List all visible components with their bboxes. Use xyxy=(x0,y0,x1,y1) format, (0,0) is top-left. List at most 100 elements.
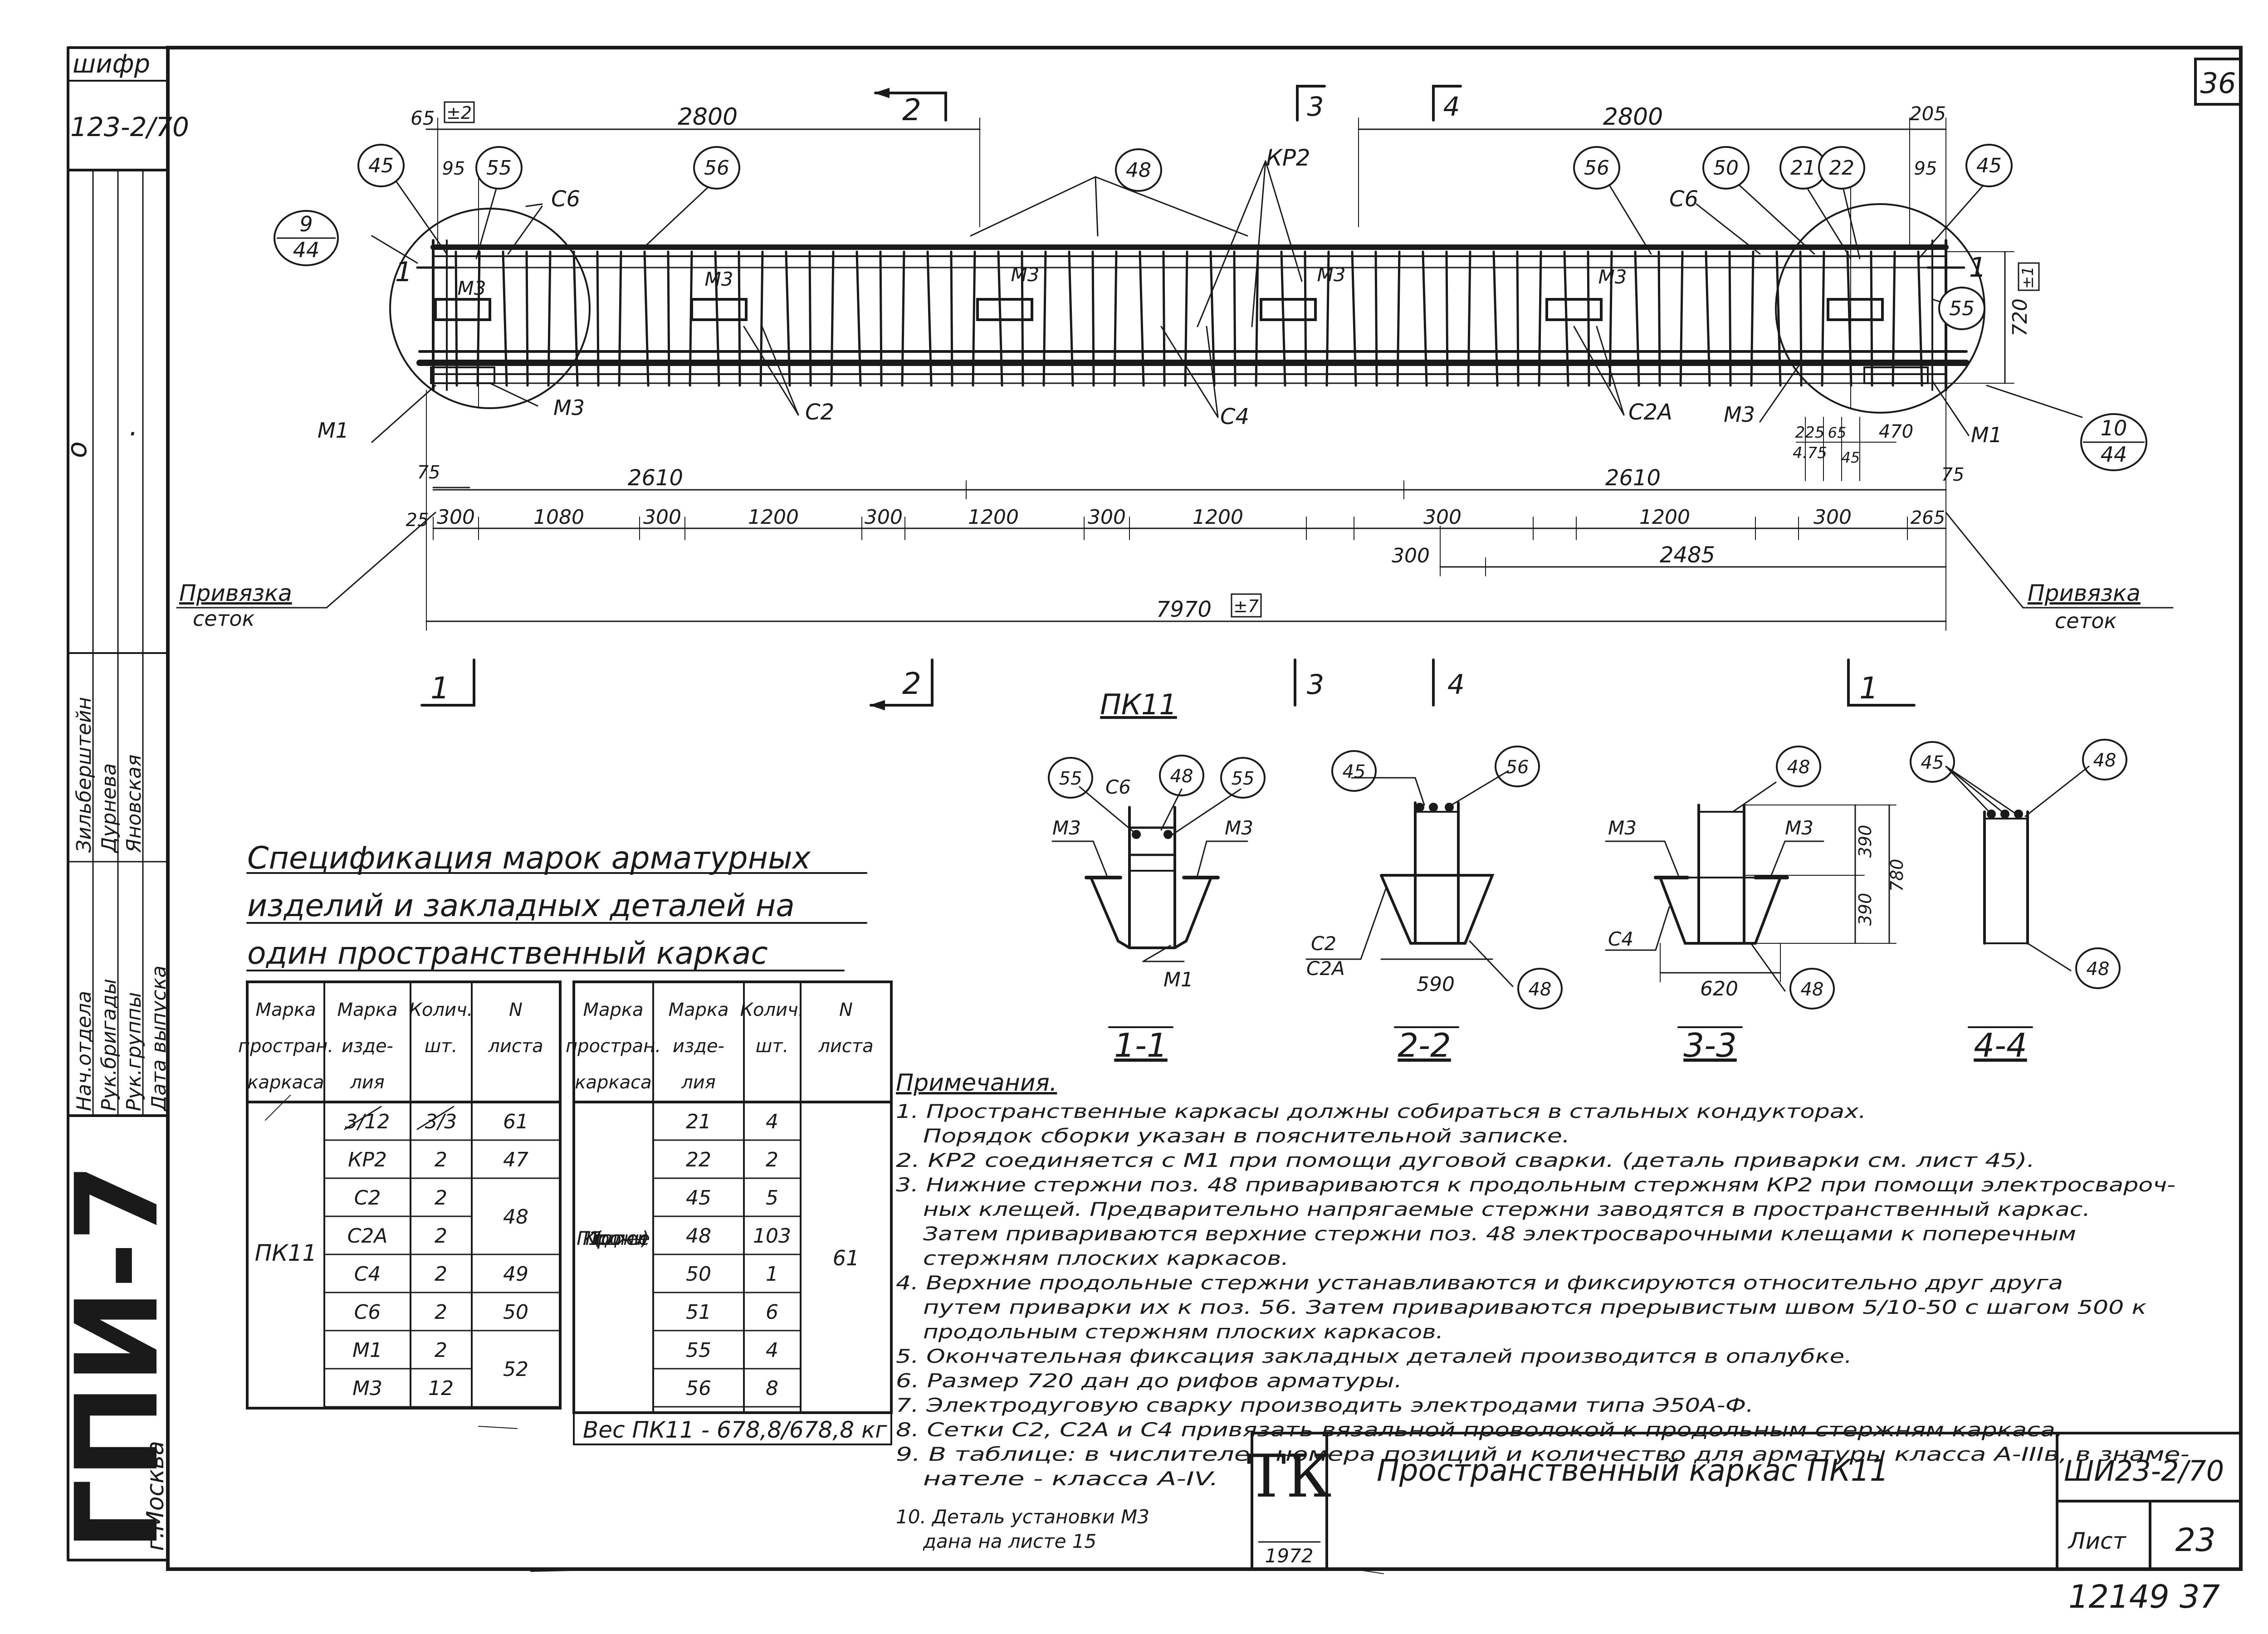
spec-header-left: Колич. xyxy=(409,1000,473,1020)
spec-header-left: Марка xyxy=(255,1000,316,1020)
notes-line: путем приварки их к поз. 56. Затем прива… xyxy=(923,1296,2147,1318)
spec-header-right: Марка xyxy=(583,1000,643,1020)
dim-720-tol: ±1 xyxy=(2019,266,2037,289)
notes-line: нателе - класса А-IV. xyxy=(923,1468,1218,1490)
callout-label: 45 xyxy=(1976,154,2002,177)
title-list-number: 23 xyxy=(2175,1522,2215,1559)
notes-line: ных клещей. Предварительно напрягаемые с… xyxy=(923,1198,2090,1220)
section-mark-3-top: 3 xyxy=(1307,91,1324,122)
section-3-3 xyxy=(1605,781,1897,1028)
stirrup-bar xyxy=(1396,250,1401,387)
title-code: ШИ23-2/70 xyxy=(2064,1454,2224,1488)
spec-title-line-1: Спецификация марок арматурных xyxy=(247,840,811,876)
stirrup-bar xyxy=(1042,250,1047,387)
label-m1-left: М1 xyxy=(318,418,349,443)
spec-left-qty: 2 xyxy=(435,1148,447,1171)
notes-line: 6. Размер 720 дан до рифов арматуры. xyxy=(896,1370,1402,1392)
chain-dim-9: 1200 xyxy=(1639,506,1690,529)
stirrup-bar xyxy=(572,250,579,387)
callout-label: 55 xyxy=(486,156,512,180)
s22-label-c2a: С2А xyxy=(1306,957,1345,980)
notes-line: 8. Сетки С2, С2А и С4 привязать вязально… xyxy=(896,1419,2063,1441)
spec-header-right: каркаса xyxy=(575,1072,651,1093)
spec-left-item: С6 xyxy=(354,1301,381,1324)
label-kp2: КР2 xyxy=(1266,145,1310,171)
dim-45: 45 xyxy=(1842,449,1860,466)
section-1-1 xyxy=(1051,786,1248,1028)
s33-dim-390a: 390 xyxy=(1855,825,1875,858)
spec-left-qty: 2 xyxy=(435,1186,447,1210)
spec-left-item: КР2 xyxy=(348,1148,387,1171)
s44-label-45: 45 xyxy=(1921,752,1944,773)
stirrup-bar xyxy=(1608,250,1613,387)
callout-label: 45 xyxy=(368,154,394,177)
notes-line: 7. Электродуговую сварку производить эле… xyxy=(896,1394,1754,1416)
stirrup-bar xyxy=(926,250,933,387)
stirrup-bar xyxy=(1634,250,1640,387)
spec-header-right: листа xyxy=(818,1036,873,1057)
spec-right-qty: 5 xyxy=(766,1186,778,1210)
callout-circle xyxy=(1965,144,2013,187)
spec-header-right: лия xyxy=(681,1072,716,1093)
s11-label-m1: М1 xyxy=(1163,968,1193,991)
spec-title-line-3: один пространственный каркас xyxy=(247,936,768,971)
section-callout-circle xyxy=(1789,968,1835,1010)
notes-line: 9. В таблице: в числителе - номера позиц… xyxy=(896,1443,2190,1465)
notes-line: 3. Нижние стержни поз. 48 привариваются … xyxy=(896,1174,2175,1196)
section-4-4 xyxy=(1945,766,2090,1028)
stirrup-bar xyxy=(1325,250,1330,387)
label-m1-right: М1 xyxy=(1971,423,2002,447)
label-c2: С2 xyxy=(805,400,834,425)
notes-line: продольным стержням плоских каркасов. xyxy=(923,1321,1443,1343)
notes-line: Затем привариваются верхние стержни поз.… xyxy=(923,1223,2076,1245)
callout-circle xyxy=(1115,148,1162,192)
stirrup-bar xyxy=(1705,250,1711,387)
chain-dim-4: 300 xyxy=(865,506,903,529)
rebar-dot xyxy=(1987,810,1996,819)
notes-line: дана на листе 15 xyxy=(923,1530,1096,1552)
spec-header-left: простран. xyxy=(238,1036,333,1057)
dim-2485: 2485 xyxy=(1660,542,1715,568)
detail-ref-right: 10 44 xyxy=(2080,413,2147,471)
s44-label-48a: 48 xyxy=(2093,750,2116,771)
s11-label-55b: 55 xyxy=(1232,768,1255,789)
footer-code: 12149 37 xyxy=(2068,1578,2220,1615)
section-callout-circle xyxy=(1495,746,1540,787)
section-mark-1-bottom-right: 1 xyxy=(1859,671,1878,706)
callout-circle xyxy=(1938,287,1985,330)
spec-header-left: N xyxy=(509,1000,523,1020)
section-callout-circle xyxy=(1048,757,1093,799)
spec-right-item: 50 xyxy=(686,1263,711,1286)
stirrup-bar xyxy=(1113,250,1118,387)
spec-header-left: Марка xyxy=(337,1000,397,1020)
callout-circle xyxy=(1702,146,1750,190)
spec-right-qty: 103 xyxy=(753,1224,791,1248)
chain-dim-5: 1200 xyxy=(968,506,1019,529)
spec-header-right: N xyxy=(839,1000,853,1020)
callout-label: 22 xyxy=(1829,156,1854,180)
spec-right-item: 22 xyxy=(686,1148,711,1171)
sheet-frame xyxy=(166,46,2243,1571)
section-title-4-4: 4-4 xyxy=(1974,1026,2027,1064)
detail-left-num: 9 xyxy=(299,212,313,236)
stirrup-bar xyxy=(808,250,812,387)
s22-label-56: 56 xyxy=(1506,757,1529,778)
detail-ref-left: 9 44 xyxy=(274,210,339,266)
stirrup-bar xyxy=(525,250,529,387)
label-c6-right: С6 xyxy=(1669,186,1698,212)
dim-75-left: 75 xyxy=(417,462,440,483)
spec-right-qty: 1 xyxy=(766,1263,778,1286)
s33-dim-390b: 390 xyxy=(1855,893,1875,926)
label-m3-2: М3 xyxy=(705,268,733,290)
s22-dim-590: 590 xyxy=(1417,973,1455,996)
detail-right-den: 44 xyxy=(2101,442,2127,467)
rebar-dot xyxy=(2000,810,2009,819)
chain-dim-8: 300 xyxy=(1423,506,1461,529)
dim-95-right: 95 xyxy=(1914,158,1937,179)
stirrup-bar xyxy=(830,250,835,387)
callout-circle xyxy=(357,144,405,187)
spec-left-item: С2А xyxy=(347,1224,388,1248)
dim-total-tol: ±7 xyxy=(1233,596,1259,616)
